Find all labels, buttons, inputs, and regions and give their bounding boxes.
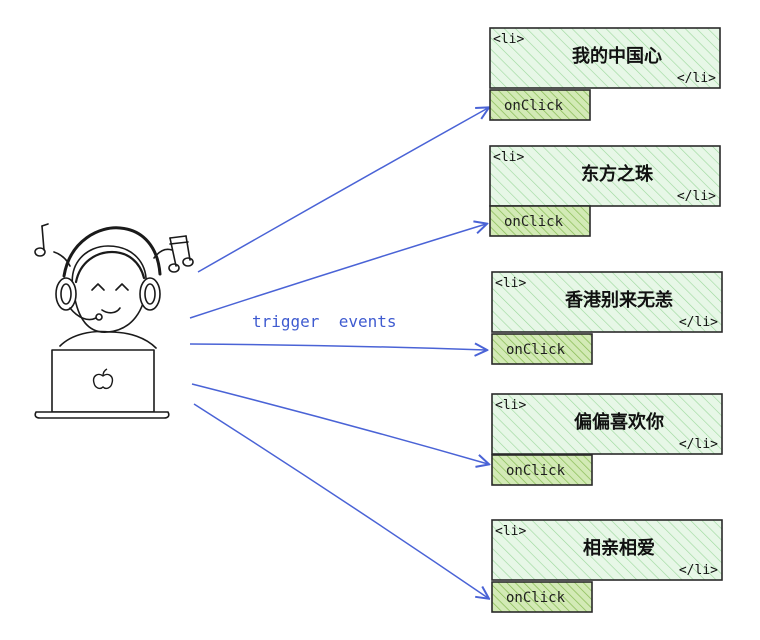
li-open-tag: <li>	[493, 32, 524, 47]
trigger-arrow	[197, 108, 488, 273]
li-text: 香港别来无恙	[564, 289, 673, 311]
onclick-button-box[interactable]	[489, 205, 591, 237]
li-box	[491, 519, 723, 581]
list-item: <li> 香港别来无恙 </li> onClick	[491, 271, 723, 365]
onclick-button[interactable]: onClick	[491, 454, 593, 486]
trigger-events-caption: trigger events	[252, 312, 397, 331]
li-text: 偏偏喜欢你	[574, 411, 664, 433]
onclick-button[interactable]: onClick	[489, 89, 591, 121]
onclick-button[interactable]: onClick	[491, 581, 593, 613]
li-open-tag: <li>	[495, 398, 526, 413]
onclick-button-box[interactable]	[491, 581, 593, 613]
list-item: <li> 我的中国心 </li> onClick	[489, 27, 721, 121]
music-note-icon	[168, 235, 194, 273]
onclick-label: onClick	[506, 342, 566, 358]
trigger-arrow	[191, 383, 488, 464]
onclick-label: onClick	[506, 590, 566, 606]
li-text: 东方之珠	[581, 163, 654, 185]
li-open-tag: <li>	[495, 524, 526, 539]
onclick-button[interactable]: onClick	[489, 205, 591, 237]
headphone-person-icon	[53, 226, 173, 349]
onclick-button-box[interactable]	[491, 454, 593, 486]
laptop-icon	[34, 349, 170, 419]
li-text: 我的中国心	[572, 45, 662, 67]
li-close-tag: </li>	[679, 437, 718, 452]
li-text: 相亲相爱	[583, 537, 655, 559]
list-item: <li> 相亲相爱 </li> onClick	[491, 519, 723, 613]
li-box	[489, 145, 721, 207]
li-open-tag: <li>	[495, 276, 526, 291]
onclick-label: onClick	[504, 214, 564, 230]
onclick-label: onClick	[506, 463, 566, 479]
apple-logo-icon	[92, 368, 114, 390]
trigger-arrow	[193, 403, 488, 598]
li-box	[489, 27, 721, 89]
li-close-tag: </li>	[677, 189, 716, 204]
li-close-tag: </li>	[677, 71, 716, 86]
trigger-arrow	[189, 224, 486, 319]
li-close-tag: </li>	[679, 563, 718, 578]
li-box	[491, 393, 723, 455]
trigger-arrow	[189, 344, 486, 350]
onclick-button[interactable]: onClick	[491, 333, 593, 365]
music-note-icon	[34, 223, 49, 257]
li-open-tag: <li>	[493, 150, 524, 165]
trigger-arrows	[189, 108, 488, 598]
li-box	[491, 271, 723, 333]
onclick-button-box[interactable]	[491, 333, 593, 365]
onclick-label: onClick	[504, 98, 564, 114]
list-items: <li> 我的中国心 </li> onClick <li> 东方之珠 </li> onClic…	[489, 27, 723, 613]
onclick-button-box[interactable]	[489, 89, 591, 121]
li-close-tag: </li>	[679, 315, 718, 330]
list-item: <li> 东方之珠 </li> onClick	[489, 145, 721, 237]
list-item: <li> 偏偏喜欢你 </li> onClick	[491, 393, 723, 486]
